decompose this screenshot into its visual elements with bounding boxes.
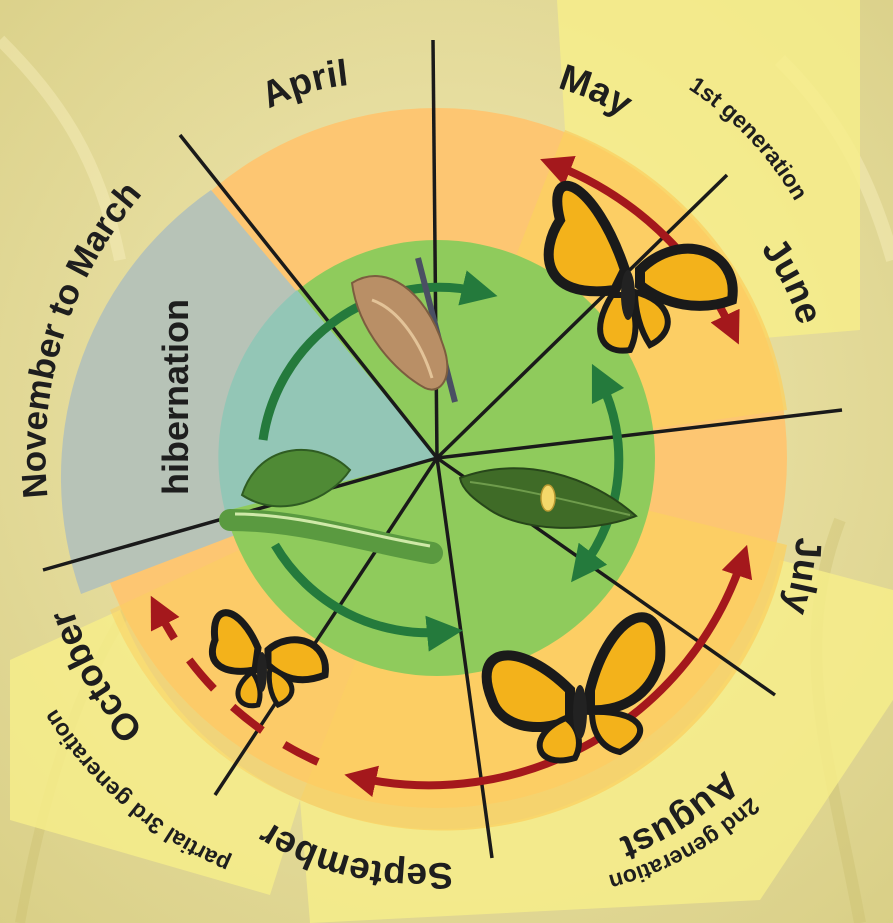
label-hibernation: hibernation: [155, 299, 196, 495]
